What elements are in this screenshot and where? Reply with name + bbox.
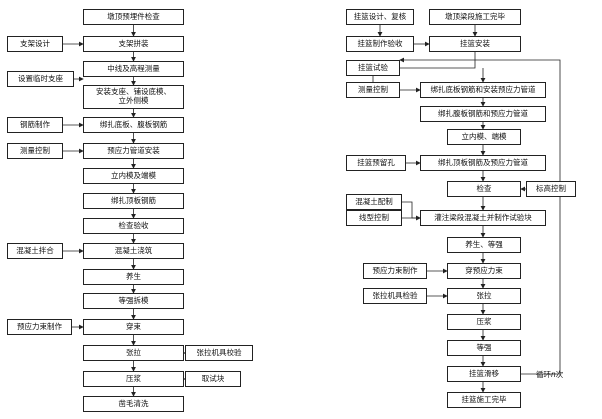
right-step-10: 压浆 bbox=[447, 314, 521, 330]
right-step-trial: 挂篮试验 bbox=[346, 60, 400, 76]
right-input-alignment: 线型控制 bbox=[346, 210, 402, 226]
right-step-4: 绑扎顶板钢筋及预应力管道 bbox=[420, 155, 546, 171]
right-step-fabricate: 挂篮制作验收 bbox=[346, 36, 414, 52]
left-step-9: 检查验收 bbox=[83, 218, 184, 234]
right-input-elevation: 标高控制 bbox=[526, 181, 576, 197]
right-input-jack-check: 张拉机具检验 bbox=[363, 288, 427, 304]
right-input-tendon: 预应力束制作 bbox=[363, 263, 427, 279]
right-step-13: 挂篮施工完毕 bbox=[447, 392, 521, 408]
loop-back-line bbox=[399, 57, 561, 375]
loop-label: 循环n次 bbox=[536, 370, 564, 379]
left-step-15: 压浆 bbox=[83, 371, 184, 387]
left-step-3: 中线及高程测量 bbox=[83, 61, 184, 77]
left-step-10: 混凝土浇筑 bbox=[83, 243, 184, 259]
left-step-14: 张拉 bbox=[83, 345, 184, 361]
right-step-install: 挂篮安装 bbox=[429, 36, 521, 52]
left-input-temp-support: 设置临时支座 bbox=[7, 71, 74, 87]
right-step-8: 穿预应力束 bbox=[447, 263, 521, 279]
left-step-6: 预应力管道安装 bbox=[83, 143, 184, 159]
right-step-12: 挂篮滑移 bbox=[447, 366, 521, 382]
left-step-5: 绑扎底板、腹板钢筋 bbox=[83, 117, 184, 133]
right-step-pier-done: 墩顶梁段施工完毕 bbox=[429, 9, 521, 25]
right-input-survey: 测量控制 bbox=[346, 82, 400, 98]
left-step-8: 绑扎顶板钢筋 bbox=[83, 193, 184, 209]
left-input-jack-calibration: 张拉机具校验 bbox=[185, 345, 253, 361]
right-input-reserved-hole: 挂篮预留孔 bbox=[346, 155, 406, 171]
right-step-9: 张拉 bbox=[447, 288, 521, 304]
right-step-7: 养生、等强 bbox=[447, 237, 521, 253]
right-side-arrow bbox=[402, 201, 421, 221]
left-step-12: 等强拆模 bbox=[83, 293, 184, 309]
left-step-2: 支架拼装 bbox=[83, 36, 184, 52]
left-input-tendon: 预应力束制作 bbox=[7, 319, 72, 335]
right-step-3: 立内模、端模 bbox=[447, 129, 521, 145]
left-input-concrete-mix: 混凝土拌合 bbox=[7, 243, 63, 259]
left-step-7: 立内模及端模 bbox=[83, 168, 184, 184]
left-input-rebar: 钢筋制作 bbox=[7, 117, 63, 133]
right-step-1: 绑扎底板钢筋和安装预应力管道 bbox=[420, 82, 546, 98]
left-step-1: 墩顶预埋件检查 bbox=[83, 9, 184, 25]
right-step-2: 绑扎腹板钢筋和预应力管道 bbox=[420, 106, 546, 122]
right-flow-line bbox=[400, 52, 476, 69]
right-input-concrete-mix: 混凝土配制 bbox=[346, 194, 402, 210]
right-step-5: 检查 bbox=[447, 181, 521, 197]
left-input-survey: 测量控制 bbox=[7, 143, 63, 159]
left-step-13: 穿束 bbox=[83, 319, 184, 335]
left-step-16: 凿毛清洗 bbox=[83, 396, 184, 412]
left-step-11: 养生 bbox=[83, 269, 184, 285]
left-input-test-block: 取试块 bbox=[185, 371, 241, 387]
right-step-6: 灌注梁段混凝土并制作试验块 bbox=[420, 210, 546, 226]
right-step-11: 等强 bbox=[447, 340, 521, 356]
left-input-support-design: 支架设计 bbox=[7, 36, 63, 52]
right-step-design: 挂篮设计、复核 bbox=[346, 9, 414, 25]
left-step-4: 安装支座、铺设底模、 立外侧模 bbox=[83, 85, 184, 109]
